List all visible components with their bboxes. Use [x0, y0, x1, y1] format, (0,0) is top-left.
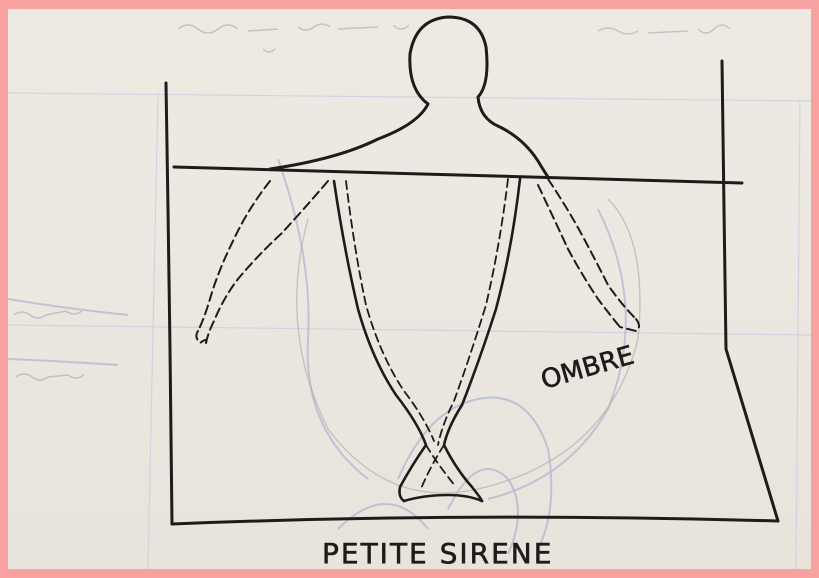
sketch-drawing: OMBRE PETITE SIRENE: [8, 9, 811, 569]
bleed-through-marks: [8, 159, 626, 554]
right-arm: [538, 179, 639, 331]
mermaid-tail: [334, 179, 520, 501]
caption-petite-sirene: PETITE SIRENE: [322, 537, 553, 569]
stage-frame: [166, 61, 778, 524]
paper-rules: [8, 93, 811, 569]
ombre-label: OMBRE: [538, 341, 638, 396]
pencil-circle: [297, 199, 640, 493]
sketch-photo: OMBRE PETITE SIRENE: [8, 9, 811, 569]
